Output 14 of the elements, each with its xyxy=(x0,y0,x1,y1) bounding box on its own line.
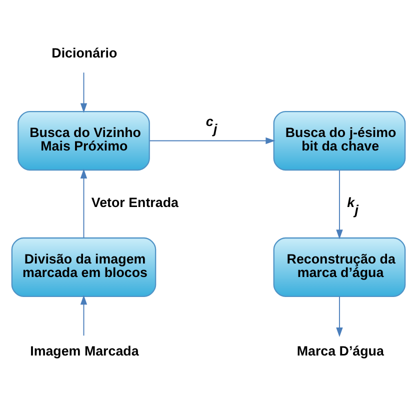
arrow xyxy=(149,137,276,144)
node-box: Busca do j-ésimo bit da chave xyxy=(273,111,406,171)
node-box: Reconstrução da marca d’água xyxy=(273,237,406,297)
node-box: Divisão da imagem marcada em blocos xyxy=(11,237,156,297)
edge-label: Vetor Entrada xyxy=(91,195,178,210)
node-box: Busca do Vizinho Mais Próximo xyxy=(18,111,150,171)
arrow xyxy=(80,295,88,336)
arrow xyxy=(80,72,88,113)
node-text: Dicionário xyxy=(52,46,118,61)
arrow xyxy=(336,296,343,338)
node-text: Marca D’água xyxy=(296,344,384,359)
arrow xyxy=(80,168,88,238)
node-text: Imagem Marcada xyxy=(30,344,139,359)
arrow xyxy=(336,170,343,240)
